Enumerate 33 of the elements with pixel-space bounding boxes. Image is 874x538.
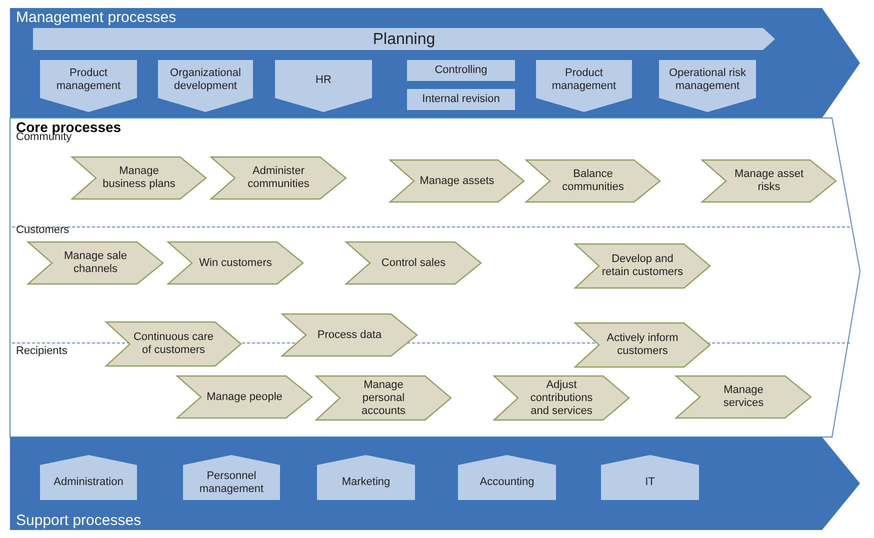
lane-label: Customers bbox=[16, 224, 70, 236]
process-tile: Personnel management bbox=[183, 455, 280, 500]
process-box: Internal revision bbox=[407, 89, 515, 110]
process-step: Actively inform customers bbox=[575, 323, 710, 367]
process-step: Control sales bbox=[346, 242, 481, 284]
process-tile: Marketing bbox=[317, 455, 415, 500]
lane-label: Recipients bbox=[16, 345, 68, 357]
process-step: Continuous care of customers bbox=[106, 322, 241, 366]
process-step: Adjust contributions and services bbox=[494, 376, 629, 420]
process-tile: IT bbox=[601, 455, 699, 500]
process-tile: Product management bbox=[536, 60, 632, 112]
process-step: Manage business plans bbox=[72, 157, 206, 199]
process-step: Administer communities bbox=[211, 157, 346, 199]
process-step: Manage services bbox=[676, 376, 811, 418]
process-step: Win customers bbox=[168, 242, 303, 284]
process-tile: Administration bbox=[40, 455, 137, 500]
process-box: Controlling bbox=[407, 60, 515, 81]
process-tile: Accounting bbox=[458, 455, 556, 500]
process-step: Develop and retain customers bbox=[575, 244, 710, 288]
process-tile: HR bbox=[275, 60, 372, 112]
process-step: Balance communities bbox=[526, 160, 660, 202]
process-step: Manage people bbox=[177, 376, 312, 418]
process-step: Manage assets bbox=[390, 160, 524, 202]
band-heading: Support processes bbox=[16, 512, 142, 529]
planning-banner: Planning bbox=[33, 28, 775, 50]
process-tile: Organizational development bbox=[158, 60, 253, 112]
process-step: Manage sale channels bbox=[28, 242, 163, 284]
process-step: Manage asset risks bbox=[702, 160, 836, 202]
process-step: Process data bbox=[282, 314, 417, 356]
band-heading: Management processes bbox=[16, 9, 176, 26]
process-tile: Operational risk management bbox=[659, 60, 756, 112]
process-tile: Product management bbox=[40, 60, 137, 112]
process-step: Manage personal accounts bbox=[316, 376, 451, 420]
